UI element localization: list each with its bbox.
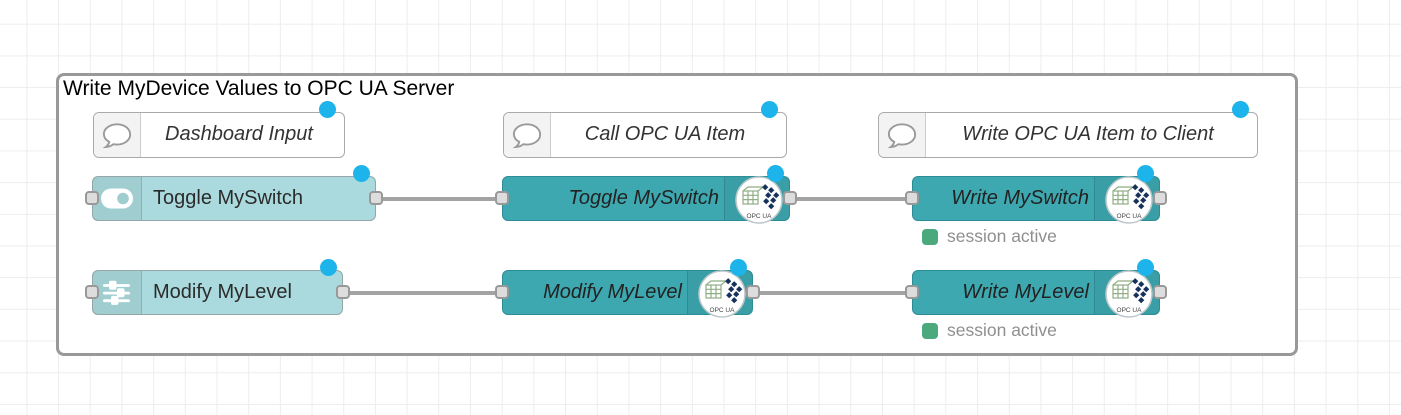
opcua-logo-icon: OPC UA — [1105, 270, 1153, 318]
node-label: Toggle MySwitch — [568, 187, 719, 209]
speech-bubble-icon — [102, 122, 132, 148]
opcua-logo-icon: OPC UA — [1105, 176, 1153, 224]
node-label: Write MyLevel — [962, 281, 1089, 303]
comment-node-call-opcua-item[interactable]: Call OPC UA Item — [503, 101, 787, 158]
status-text: session active — [947, 320, 1057, 340]
node-write-mylevel-opcua-client[interactable]: Write MyLevel OPC UA — [905, 259, 1167, 318]
input-port[interactable] — [85, 284, 99, 299]
opcua-logo-label: OPC UA — [1117, 307, 1143, 314]
group-title: Write MyDevice Values to OPC UA Server — [63, 77, 455, 100]
comment-icon-area — [879, 113, 926, 157]
opcua-logo-label: OPC UA — [710, 307, 736, 314]
output-port[interactable] — [369, 190, 383, 205]
sliders-icon — [93, 271, 142, 314]
comment-icon-area — [504, 113, 551, 157]
changed-badge — [767, 165, 784, 182]
changed-badge — [353, 165, 370, 182]
opcua-logo-icon: OPC UA — [735, 176, 783, 224]
node-status: session active — [922, 226, 1057, 247]
node-modify-mylevel-dashboard[interactable]: Modify MyLevel — [85, 259, 350, 315]
output-port[interactable] — [746, 284, 760, 299]
changed-badge — [1232, 101, 1249, 118]
comment-label: Write OPC UA Item to Client — [962, 123, 1214, 145]
speech-bubble-icon — [512, 122, 542, 148]
toggle-switch-icon — [93, 177, 142, 220]
wire[interactable] — [345, 291, 504, 295]
input-port[interactable] — [85, 190, 99, 205]
node-label: Write MySwitch — [951, 187, 1089, 209]
opcua-logo-label: OPC UA — [1117, 213, 1143, 220]
node-write-myswitch-opcua-client[interactable]: Write MySwitch OPC UA — [905, 165, 1167, 224]
wire[interactable] — [380, 197, 504, 201]
comment-label: Dashboard Input — [165, 123, 313, 145]
status-dot-icon — [922, 228, 938, 245]
wire[interactable] — [755, 291, 914, 295]
input-port[interactable] — [905, 190, 919, 205]
comment-node-write-opcua-item[interactable]: Write OPC UA Item to Client — [878, 101, 1258, 158]
changed-badge — [1137, 259, 1154, 276]
node-label: Modify MyLevel — [153, 281, 292, 303]
node-label: Toggle MySwitch — [153, 187, 304, 209]
node-toggle-myswitch-opcua-item[interactable]: Toggle MySwitch OPC UA — [495, 165, 797, 224]
opcua-logo-icon: OPC UA — [698, 270, 746, 318]
changed-badge — [730, 259, 747, 276]
speech-bubble-icon — [887, 122, 917, 148]
wire[interactable] — [792, 197, 914, 201]
output-port[interactable] — [1153, 190, 1167, 205]
changed-badge — [319, 101, 336, 118]
input-port[interactable] — [905, 284, 919, 299]
status-text: session active — [947, 226, 1057, 246]
comment-label: Call OPC UA Item — [584, 123, 746, 145]
output-port[interactable] — [783, 190, 797, 205]
changed-badge — [761, 101, 778, 118]
node-status: session active — [922, 320, 1057, 341]
output-port[interactable] — [1153, 284, 1167, 299]
changed-badge — [320, 259, 337, 276]
node-label: Modify MyLevel — [543, 281, 682, 303]
output-port[interactable] — [336, 284, 350, 299]
comment-node-dashboard-input[interactable]: Dashboard Input — [93, 101, 345, 158]
changed-badge — [1137, 165, 1154, 182]
node-toggle-myswitch-dashboard[interactable]: Toggle MySwitch — [85, 165, 383, 221]
node-modify-mylevel-opcua-item[interactable]: Modify MyLevel OPC UA — [495, 259, 760, 318]
opcua-logo-label: OPC UA — [747, 213, 773, 220]
comment-icon-area — [94, 113, 141, 157]
input-port[interactable] — [495, 284, 509, 299]
input-port[interactable] — [495, 190, 509, 205]
status-dot-icon — [922, 322, 938, 339]
